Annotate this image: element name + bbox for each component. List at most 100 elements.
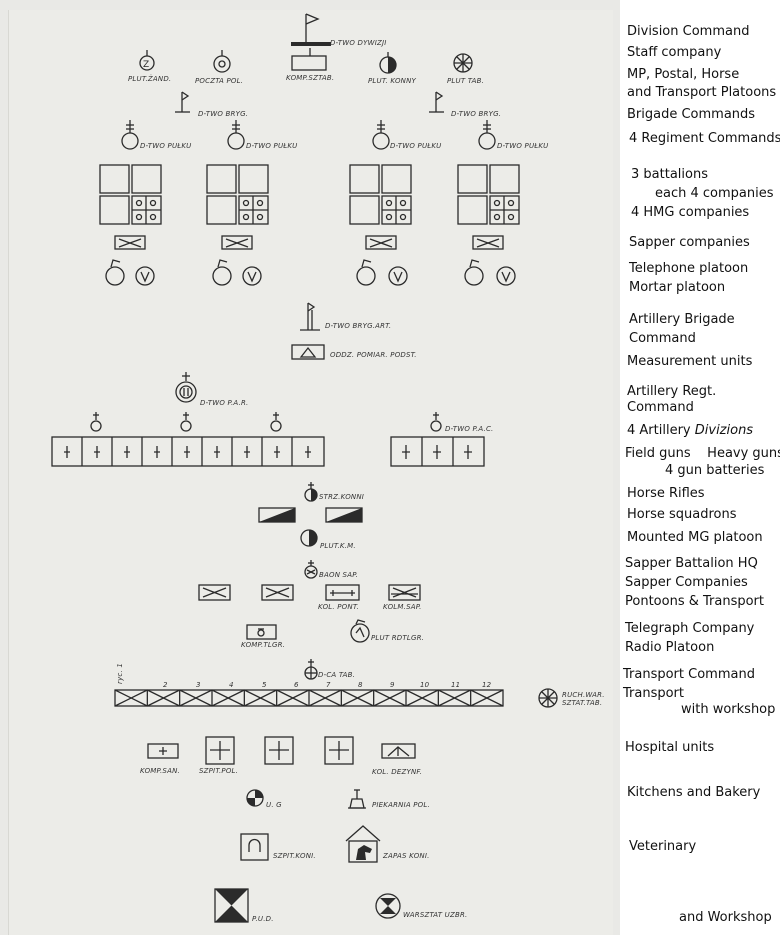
legend-art-brigade-1: Artillery Brigade	[629, 312, 735, 327]
sapper-transport-symbol	[388, 584, 421, 601]
transport-cell-cross	[244, 689, 277, 707]
transport-cell-cross	[179, 689, 213, 707]
mp-platoon-symbol: Z	[139, 50, 155, 71]
horse-hospital-symbol	[240, 833, 269, 861]
weapons-workshop-symbol	[375, 893, 401, 919]
warsztat-uzbr-label: WARSZTAT UZBR.	[403, 911, 468, 919]
legend-hmg: 4 HMG companies	[631, 205, 750, 220]
transport-number: 10	[420, 681, 430, 689]
legend-telephone: Telephone platoon	[629, 261, 749, 276]
pontoon-column-symbol	[325, 584, 360, 601]
regiment-command-2	[227, 120, 245, 150]
horse-reserve-symbol	[345, 825, 381, 863]
regiment-command-3	[372, 120, 390, 150]
transport-cell-cross	[276, 689, 310, 707]
legend-kitchens: Kitchens and Bakery	[627, 785, 761, 800]
par-command-label: D-TWO P.A.R.	[200, 399, 248, 407]
transport-number: 5	[262, 681, 267, 689]
transport-workshop-symbol	[538, 688, 558, 708]
par-command-symbol	[175, 372, 197, 403]
ug-label: U. G	[266, 801, 282, 809]
regiment-command-3-label: D-TWO PUŁKU	[390, 142, 441, 150]
transport-cell-cross	[308, 689, 342, 707]
regiment-command-1-label: D-TWO PUŁKU	[140, 142, 191, 150]
regiment-command-1	[121, 120, 139, 150]
telephone-mortar-platoons	[105, 259, 516, 286]
legend-mounted-mg: Mounted MG platoon	[627, 530, 763, 545]
kol-dezynf-label: KOL. DEZYNF.	[372, 768, 422, 776]
transport-columns-bar	[114, 689, 504, 707]
regiment-command-4	[478, 120, 496, 150]
horse-rifles-symbol	[304, 482, 318, 502]
piekarnia-label: PIEKARNIA POL.	[372, 801, 430, 809]
legend-battalions-1: 3 battalions	[631, 167, 708, 182]
field-gun-batteries	[51, 436, 325, 467]
transport-command-symbol	[304, 659, 318, 680]
plut-rdtlgr-label: PLUT RDTLGR.	[371, 634, 424, 642]
kolm-sap-label: KOLM.SAP.	[383, 603, 422, 611]
legend-brigade-commands: Brigade Commands	[627, 107, 756, 122]
transport-number: 11	[451, 681, 460, 689]
legend-gun-batteries: 4 gun batteries	[665, 463, 765, 478]
legend-workshop: with workshop	[681, 702, 776, 717]
artillery-brigade-command-label: D-TWO BRYG.ART.	[325, 322, 391, 330]
legend-art-divizions: 4 Artillery Divizions	[627, 421, 753, 440]
radio-platoon-symbol	[350, 619, 370, 643]
mounted-mg-label: PLUT.K.M.	[320, 542, 356, 550]
transport-cell-cross	[438, 689, 471, 707]
legend-regiment-commands: 4 Regiment Commands	[629, 131, 780, 146]
figure-label: ryc. 1	[116, 663, 124, 684]
transport-number: 8	[358, 681, 363, 689]
legend-art-regt-1: Artillery Regt.	[627, 384, 717, 399]
legend-and-workshop: and Workshop	[679, 910, 772, 925]
division-command-symbol	[291, 13, 331, 46]
horse-rifles-label: STRZ.KONNI	[319, 493, 364, 501]
sapper-battalion-hq-symbol	[304, 560, 318, 579]
plut-tab-label: PLUT TAB.	[447, 77, 484, 85]
field-bakery-symbol	[348, 789, 366, 809]
regiment-1-battalions	[99, 164, 162, 225]
komp-tlgr-label: KOMP.TLGR.	[241, 641, 285, 649]
poczta-pol-label: POCZTA POL.	[195, 77, 243, 85]
legend-veterinary: Veterinary	[629, 839, 697, 854]
legend-battalions-2: each 4 companies	[655, 186, 774, 201]
mounted-mg-platoon-symbol	[300, 529, 318, 547]
regiment-command-2-label: D-TWO PUŁKU	[246, 142, 297, 150]
transport-cell-cross	[114, 689, 148, 707]
brigade-command-right-label: D-TWO BRYG.	[451, 110, 501, 118]
paper-sheet	[8, 10, 613, 935]
transport-cell-cross	[405, 689, 439, 707]
kol-pont-label: KOL. PONT.	[318, 603, 359, 611]
horse-squadrons	[258, 507, 363, 523]
transport-number: 12	[482, 681, 492, 689]
legend-art-divizions-prefix: 4 Artillery	[627, 423, 695, 438]
ruch-warsztat-label-1: RUCH.WAR.	[562, 691, 605, 699]
horse-platoon-symbol	[379, 52, 397, 74]
legend-sapper-companies: Sapper companies	[629, 235, 750, 250]
transport-number: 2	[163, 681, 168, 689]
transport-number: 9	[390, 681, 395, 689]
measurement-unit-symbol	[291, 344, 325, 360]
legend-horse-rifles: Horse Rifles	[627, 486, 705, 501]
plut-zand-label: PLUT.ŻAND.	[128, 74, 171, 83]
divizion-commands	[90, 412, 442, 432]
brigade-command-left-symbol	[175, 91, 190, 113]
legend-art-brigade-2: Command	[629, 331, 696, 346]
legend-measurement: Measurement units	[627, 354, 753, 369]
transport-column-numbers: 2 3 4 5 6 7 8 9 10 11 12	[163, 681, 492, 689]
szpit-pol-label: SZPIT.POL.	[199, 767, 238, 775]
legend-pontoons: Pontoons & Transport	[625, 594, 764, 609]
legend-sapper-hq: Sapper Battalion HQ	[625, 556, 758, 571]
transport-number: 7	[326, 681, 331, 689]
legend-transport: Transport	[623, 686, 685, 701]
transport-number: 4	[229, 681, 234, 689]
legend-art-regt-2: Command	[627, 400, 694, 415]
pud-symbol	[214, 888, 249, 923]
komp-san-label: KOMP.SAN.	[140, 767, 180, 775]
regiment-3-battalions	[349, 164, 412, 225]
ruch-warsztat-label-2: SZTAT.TAB.	[562, 699, 602, 707]
regimental-sapper-companies	[114, 235, 504, 250]
org-chart-drawing: D-TWO DYWIZJI Z PLUT.ŻAND. POCZTA POL. K…	[51, 13, 605, 923]
regiment-2-battalions	[206, 164, 269, 225]
transport-command-label: D-CA TAB.	[318, 671, 355, 679]
